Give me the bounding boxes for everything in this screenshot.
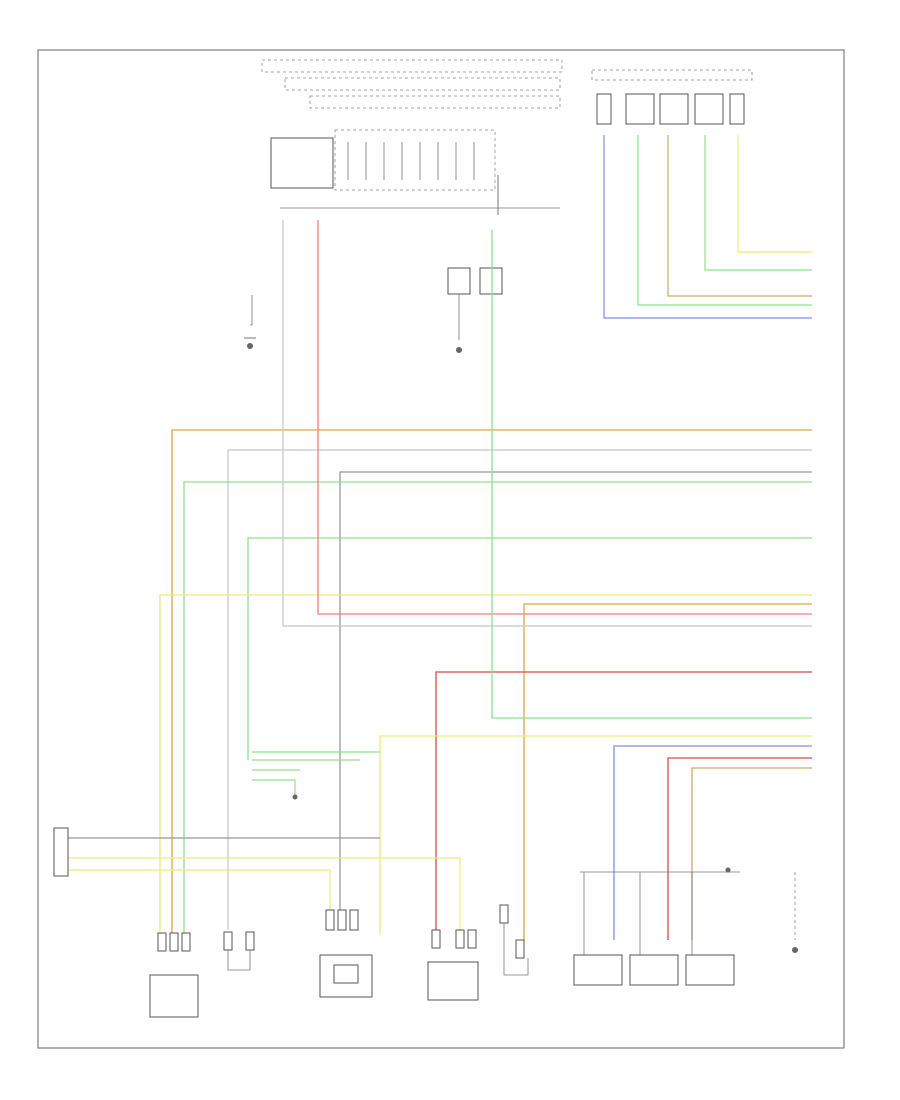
connector-pin-4 [694,93,724,125]
wire-green-top-b [704,135,812,271]
connector-pin-2 [625,93,655,125]
wire-orange-main [171,429,812,935]
bottom-components [149,867,798,1018]
sensor-2 [223,931,255,971]
junction-ground-marker [292,794,298,800]
actuator-2 [629,954,679,986]
top-right-wires [603,135,812,319]
header-box-3 [309,95,561,109]
control-module-label-box [270,137,334,189]
wire-blue-top [603,135,812,319]
wire-darkred-b [667,757,812,940]
wire-tan-main [691,767,812,940]
wire-yellow-left-a [62,857,461,935]
control-module-connector [334,129,496,191]
wire-orange-right [523,603,812,940]
ground-right [792,872,798,953]
connector-pin-5 [729,93,745,125]
wire-tan-top [667,135,812,297]
actuator-1 [573,954,623,986]
top-right-connector-block [591,69,753,125]
header-box-1 [261,59,563,73]
left-junction [53,751,461,935]
ground-center [447,267,503,353]
control-module-top [270,129,560,215]
top-right-header [591,69,753,81]
wire-red-main [317,220,812,615]
ground-left [244,295,256,349]
main-wires [159,220,812,940]
wire-gray-main [339,471,812,910]
wire-green-main-b [247,537,812,760]
sensor-3 [319,909,373,998]
wire-yellow-main-a [159,594,812,935]
wire-green-main-c [491,230,812,719]
wire-darkred-main [435,671,812,935]
connector-pin-1 [596,93,612,125]
top-header-group [261,59,563,109]
wire-green-top-a [637,135,812,306]
connector-pin-3 [659,93,689,125]
control-module-pins [347,142,475,180]
wire-yellow-top [737,135,812,253]
wire-lightgray-main [227,449,812,930]
diagram-frame [37,49,845,1049]
wire-yellow-main-b [379,735,812,935]
header-box-2 [284,77,561,91]
left-connector [53,827,69,877]
wire-lightgray-b [282,220,812,627]
wire-blue-main [613,745,812,940]
actuator-row [573,867,740,986]
wire-yellow-left-b [62,869,331,910]
sensor-4 [427,929,479,1001]
sensor-5 [499,904,529,976]
sensor-1 [149,932,199,1018]
actuator-3 [685,954,735,986]
wire-green-junction-4 [252,779,296,795]
wire-green-main-a [183,481,812,935]
